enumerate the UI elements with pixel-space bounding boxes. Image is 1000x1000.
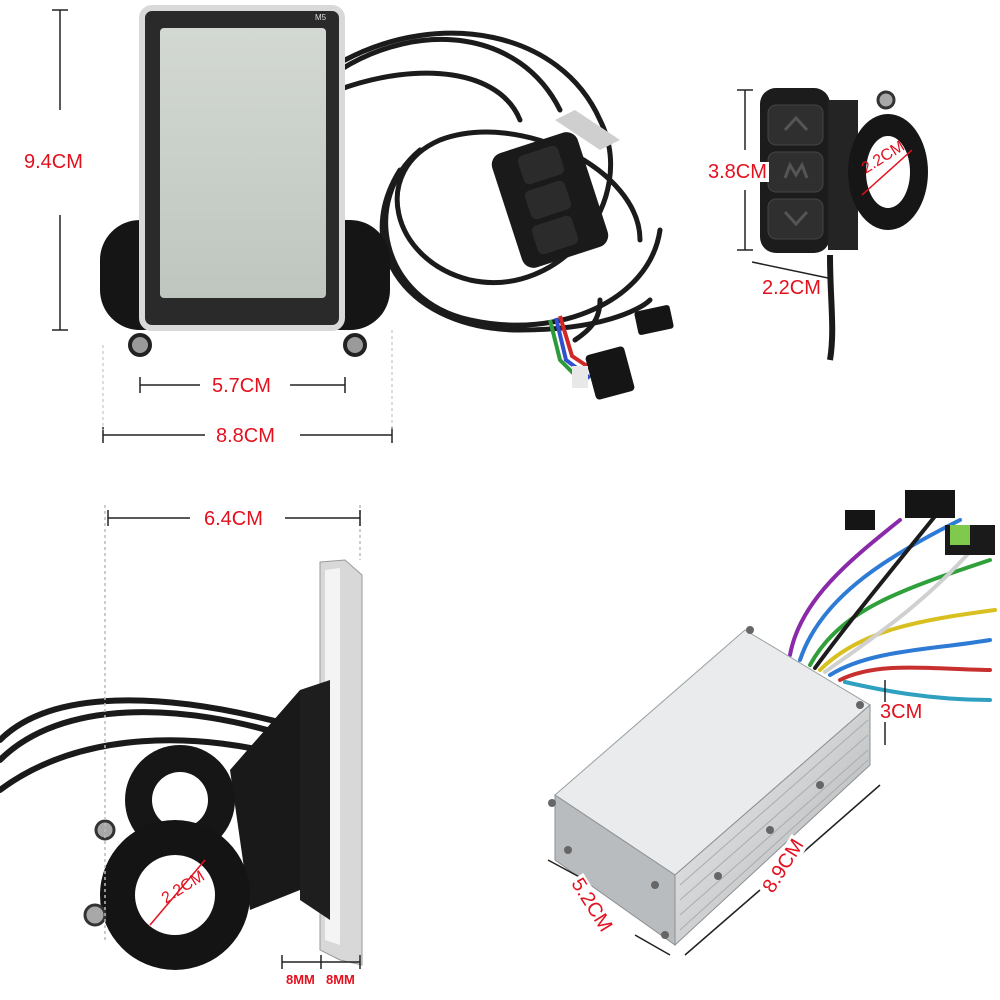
display-side-view <box>0 505 363 970</box>
button-panel-width-label: 2.2CM <box>760 277 823 299</box>
side-depth-label: 6.4CM <box>202 508 265 530</box>
display-badge: M5 <box>315 13 327 22</box>
wire-connectors <box>548 305 674 400</box>
lcd-screen <box>160 28 326 298</box>
thickness-label-2: 8MM <box>324 972 357 987</box>
button-panel-view <box>737 88 928 361</box>
inline-button-pad <box>491 110 620 268</box>
controller-view <box>547 490 997 956</box>
display-front-view: M5 <box>52 5 674 443</box>
display-outer-width-label: 8.8CM <box>214 425 277 447</box>
display-height-label: 9.4CM <box>22 151 85 173</box>
button-panel-height-label: 3.8CM <box>706 161 769 183</box>
display-inner-width-label: 5.7CM <box>210 375 273 397</box>
controller-height-label: 3CM <box>878 701 925 723</box>
thickness-label-1: 8MM <box>284 972 317 987</box>
